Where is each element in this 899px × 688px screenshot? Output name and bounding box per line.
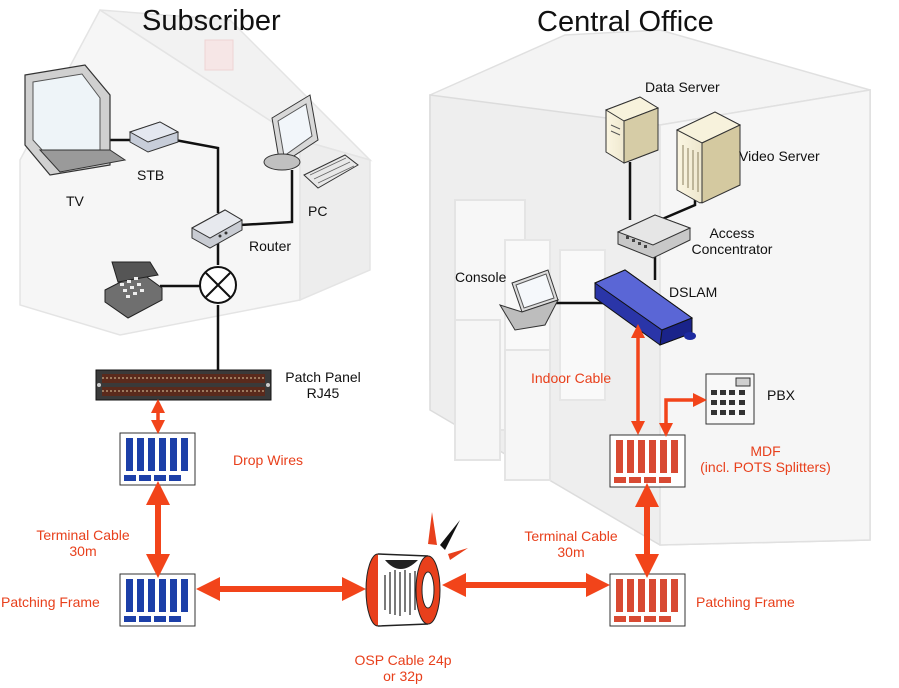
pbx-icon (705, 373, 755, 425)
terminal-cable-right-line2: 30m (557, 544, 585, 560)
tv-label: TV (66, 193, 84, 209)
access-concentrator-label: Access Concentrator (682, 225, 782, 257)
arrow-mdf-to-pbx (659, 393, 707, 437)
terminal-cable-left-line1: Terminal Cable (36, 527, 130, 543)
access-concentrator-line2: Concentrator (691, 241, 773, 257)
subscriber-wiring (108, 138, 294, 370)
router-label: Router (249, 238, 292, 254)
central-office-title: Central Office (537, 6, 714, 38)
drop-wires-frame-icon (119, 432, 196, 486)
terminal-cable-right-label: Terminal Cable 30m (512, 528, 630, 560)
patching-frame-right-icon (609, 573, 686, 627)
terminal-cable-right-line1: Terminal Cable (524, 528, 618, 544)
pc-label: PC (308, 203, 328, 219)
patch-panel-icon (95, 369, 272, 401)
osp-cable-label: OSP Cable 24p or 32p (343, 652, 463, 684)
tv-icon (24, 64, 127, 176)
console-label: Console (455, 269, 507, 285)
mdf-frame-icon (609, 434, 686, 488)
data-server-icon (604, 96, 660, 164)
patch-panel-label-line2: RJ45 (306, 385, 340, 401)
splitter-icon (199, 266, 237, 304)
laptop-icon (498, 269, 560, 331)
phone-icon (104, 261, 163, 319)
drop-wires-label: Drop Wires (233, 452, 304, 468)
terminal-cable-left-label: Terminal Cable 30m (24, 527, 142, 559)
mdf-label-line2: (incl. POTS Splitters) (700, 459, 831, 475)
stb-icon (128, 121, 180, 153)
terminal-cable-left-line2: 30m (69, 543, 97, 559)
video-server-label: Video Server (739, 148, 820, 164)
dslam-label: DSLAM (669, 284, 718, 300)
pc-icon (263, 94, 359, 189)
indoor-cable-label: Indoor Cable (531, 370, 612, 386)
router-icon (190, 209, 244, 249)
access-concentrator-icon (616, 214, 692, 259)
patch-panel-label-line1: Patch Panel (285, 369, 361, 385)
osp-cable-line2: or 32p (383, 668, 423, 684)
subscriber-title: Subscriber (142, 5, 281, 37)
patching-frame-left-icon (119, 573, 196, 627)
mdf-label-line1: MDF (750, 443, 781, 459)
mdf-label: MDF (incl. POTS Splitters) (688, 443, 843, 475)
stb-label: STB (137, 167, 165, 183)
data-server-label: Data Server (645, 79, 720, 95)
video-server-icon (675, 111, 742, 204)
pbx-label: PBX (767, 387, 796, 403)
cable-arrows (146, 324, 707, 601)
access-concentrator-line1: Access (709, 225, 755, 241)
cable-reel-icon (365, 512, 468, 627)
patching-frame-left-label: Patching Frame (1, 594, 100, 610)
dslam-icon (593, 269, 696, 346)
osp-cable-line1: OSP Cable 24p (354, 652, 452, 668)
patch-panel-label: Patch Panel RJ45 (278, 369, 368, 401)
patching-frame-right-label: Patching Frame (696, 594, 795, 610)
